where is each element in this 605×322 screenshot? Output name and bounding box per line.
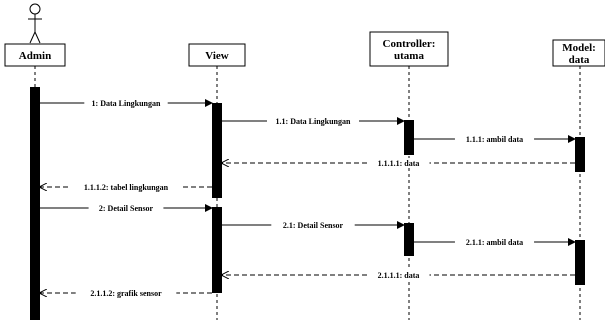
participant-box-controller — [369, 31, 449, 67]
message-4: 1.1.1.1: data — [222, 158, 575, 168]
message-5: 1.1.1.2: tabel lingkungan — [40, 182, 212, 192]
participant-label-controller: Controller: — [383, 38, 436, 50]
participant-label-admin: Admin — [19, 50, 51, 62]
message-label: 1.1.1: ambil data — [466, 135, 523, 144]
activation-bar-admin — [30, 87, 40, 320]
message-9: 2.1.1.1: data — [222, 270, 575, 280]
message-label: 1.1.1.1: data — [378, 159, 420, 168]
message-label: 2: Detail Sensor — [99, 204, 154, 213]
activation-bar-model — [575, 240, 585, 285]
participant-label-model: Model: — [562, 42, 596, 54]
participant-label-model: data — [569, 54, 590, 66]
message-8: 2.1.1: ambil data — [414, 237, 576, 247]
message-label: 1.1: Data Lingkungan — [276, 117, 351, 126]
message-6: 2: Detail Sensor — [40, 203, 213, 213]
activation-bar-view — [212, 207, 222, 293]
message-2: 1.1: Data Lingkungan — [222, 116, 405, 126]
message-label: 2.1.1.2: grafik sensor — [90, 289, 162, 298]
participant-label-view: View — [205, 50, 228, 62]
message-label: 2.1: Detail Sensor — [283, 221, 344, 230]
activation-bar-view — [212, 103, 222, 198]
participant-box-view — [188, 43, 246, 67]
participant-box-model — [552, 39, 605, 67]
message-label: 1: Data Lingkungan — [92, 99, 161, 108]
activation-bar-model — [575, 137, 585, 172]
participant-label-controller: utama — [394, 50, 424, 62]
message-label: 2.1.1: ambil data — [466, 238, 523, 247]
participant-admin: Admin — [4, 3, 66, 67]
participant-controller: Controller:utama — [369, 31, 449, 67]
message-label: 2.1.1.1: data — [378, 271, 420, 280]
message-10: 2.1.1.2: grafik sensor — [40, 288, 212, 298]
activation-bar-controller — [404, 223, 414, 256]
activation-bar-controller — [404, 120, 414, 155]
message-1: 1: Data Lingkungan — [40, 98, 213, 108]
message-7: 2.1: Detail Sensor — [222, 220, 405, 230]
participant-view: View — [188, 43, 246, 67]
participant-box-admin — [4, 43, 66, 67]
participant-model: Model:data — [552, 39, 605, 67]
actor-icon — [28, 3, 42, 44]
message-label: 1.1.1.2: tabel lingkungan — [84, 183, 169, 192]
message-3: 1.1.1: ambil data — [414, 134, 576, 144]
